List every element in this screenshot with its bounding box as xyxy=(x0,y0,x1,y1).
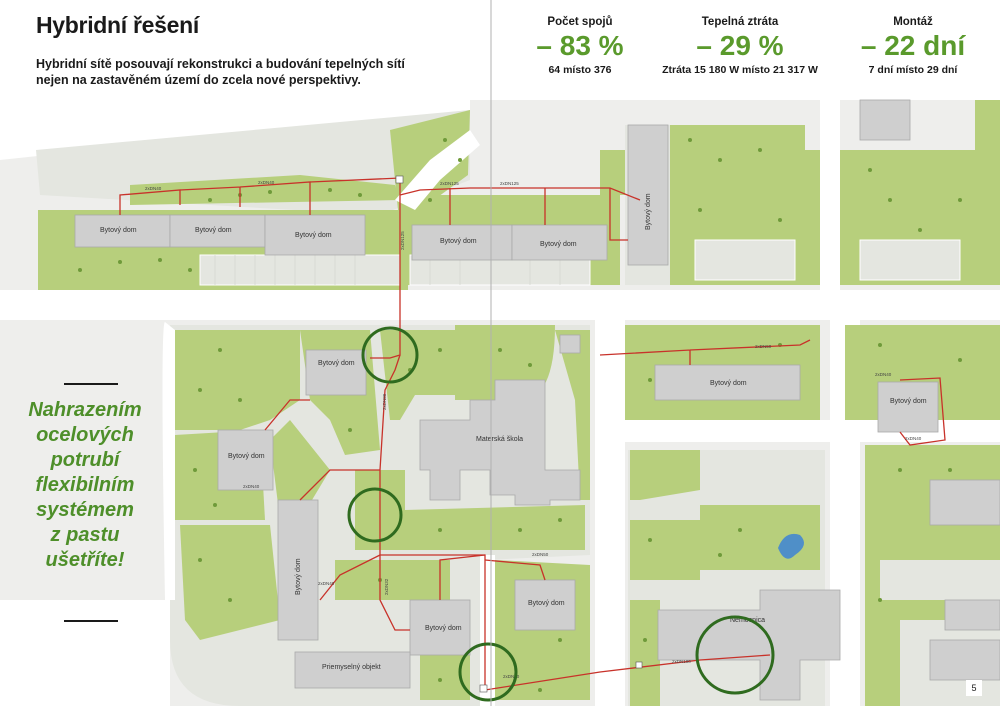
stat-connections-value: – 83 % xyxy=(536,30,624,61)
slogan-line: z pastu xyxy=(50,524,120,546)
pipe-label-p8: 2xDN40 xyxy=(875,372,892,377)
stat-connections-label: Počet spojů xyxy=(547,16,613,28)
pipe-label-p1: 2xDN40 xyxy=(145,186,162,191)
building-b1 xyxy=(74,214,171,248)
label-b11: Bytový dom xyxy=(295,558,302,595)
page-title: Hybridní řešení xyxy=(36,12,199,38)
building-b5 xyxy=(511,224,608,261)
building-industry xyxy=(294,651,411,689)
stat-heat-loss-value: – 29 % xyxy=(696,30,784,61)
building-b11 xyxy=(277,499,319,641)
pipe-label-p15: 2xDN50 xyxy=(503,674,520,679)
stat-installation: Montáž – 22 dní 7 dní místo 29 dní xyxy=(818,16,1000,76)
highlight-circle-2 xyxy=(347,487,403,543)
pipe-labels: 2xDN40 2xDN40 2xDN125 2xDN125 2xDN125 2x… xyxy=(145,180,922,679)
building-b2 xyxy=(169,214,266,248)
stat-connections-detail: 64 místo 376 xyxy=(548,64,612,76)
label-b5: Bytový dom xyxy=(540,241,577,248)
stat-connections: Počet spojů – 83 % 64 místo 376 xyxy=(485,16,675,76)
building-b13 xyxy=(514,579,576,631)
label-b12: Bytový dom xyxy=(425,625,462,632)
building-b8 xyxy=(654,364,801,401)
buildings xyxy=(74,99,1000,701)
label-b9: Bytový dom xyxy=(890,398,927,405)
label-b2: Bytový dom xyxy=(195,227,232,234)
label-b7: Bytový dom xyxy=(318,360,355,367)
label-b3: Bytový dom xyxy=(295,232,332,239)
slogan-rule-top xyxy=(64,383,118,385)
label-b8: Bytový dom xyxy=(710,380,747,387)
label-b10: Bytový dom xyxy=(228,453,265,460)
pipe-label-p13: 2xDN100 xyxy=(672,659,691,664)
pond xyxy=(778,533,804,559)
building-b9 xyxy=(877,381,939,433)
pipe-label-p9: 2xDN40 xyxy=(243,484,260,489)
pipe-label-p5: 2xDN125 xyxy=(400,231,405,250)
label-school: Materská škola xyxy=(476,436,523,443)
stat-heat-loss: Tepelná ztráta – 29 % Ztráta 15 180 W mí… xyxy=(645,16,835,76)
building-b12 xyxy=(409,599,471,656)
highlight-circle-4 xyxy=(695,615,775,695)
pipe-label-p4: 2xDN125 xyxy=(500,181,519,186)
slogan-line: potrubí xyxy=(50,449,120,471)
label-b4: Bytový dom xyxy=(440,238,477,245)
building-b10 xyxy=(217,429,274,491)
slogan-line: ušetříte! xyxy=(45,549,125,571)
slogan-line: flexibilním xyxy=(35,474,135,496)
pipe-label-p3: 2xDN125 xyxy=(440,181,459,186)
building-b6 xyxy=(627,124,669,266)
stat-installation-detail: 7 dní místo 29 dní xyxy=(868,64,958,76)
stat-heat-loss-detail: Ztráta 15 180 W místo 21 317 W xyxy=(662,64,818,76)
label-b6: Bytový dom xyxy=(645,193,652,230)
page-number: 5 xyxy=(966,680,982,696)
stat-installation-label: Montáž xyxy=(893,16,933,28)
pipe-label-p14: 2xDN40 xyxy=(905,436,922,441)
slogan: Nahrazením ocelových potrubí flexibilním… xyxy=(20,398,150,573)
label-b1: Bytový dom xyxy=(100,227,137,234)
highlight-circles xyxy=(347,326,775,702)
stat-heat-loss-label: Tepelná ztráta xyxy=(701,16,779,28)
building-b3 xyxy=(264,214,366,256)
highlight-circle-1 xyxy=(361,326,419,384)
building-hospital xyxy=(657,589,841,701)
page-description: Hybridní sítě posouvají rekonstrukci a b… xyxy=(36,57,405,87)
highlight-circle-3 xyxy=(458,642,518,702)
building-b7 xyxy=(305,349,367,396)
slogan-line: ocelových xyxy=(36,424,134,446)
pipe-label-p10: 2xDN50 xyxy=(532,552,549,557)
pipe-label-p6: 2xDN80 xyxy=(382,393,387,410)
pipe-label-p2: 2xDN40 xyxy=(258,180,275,185)
stat-installation-value: – 22 dní xyxy=(860,30,966,61)
slogan-line: Nahrazením xyxy=(28,399,142,421)
pipe-label-p12: 2xDN40 xyxy=(318,581,335,586)
pipe-label-p11: 2xDN32 xyxy=(384,578,389,595)
building-school xyxy=(419,379,581,506)
tree-dots xyxy=(78,138,962,692)
label-b13: Bytový dom xyxy=(528,600,565,607)
slogan-rule-bottom xyxy=(64,620,118,622)
label-industry: Priemyselný objekt xyxy=(322,664,381,671)
slogan-line: systémem xyxy=(36,499,134,521)
pipe-network xyxy=(119,177,946,691)
pipe-label-p7: 2xDN50 xyxy=(755,344,772,349)
